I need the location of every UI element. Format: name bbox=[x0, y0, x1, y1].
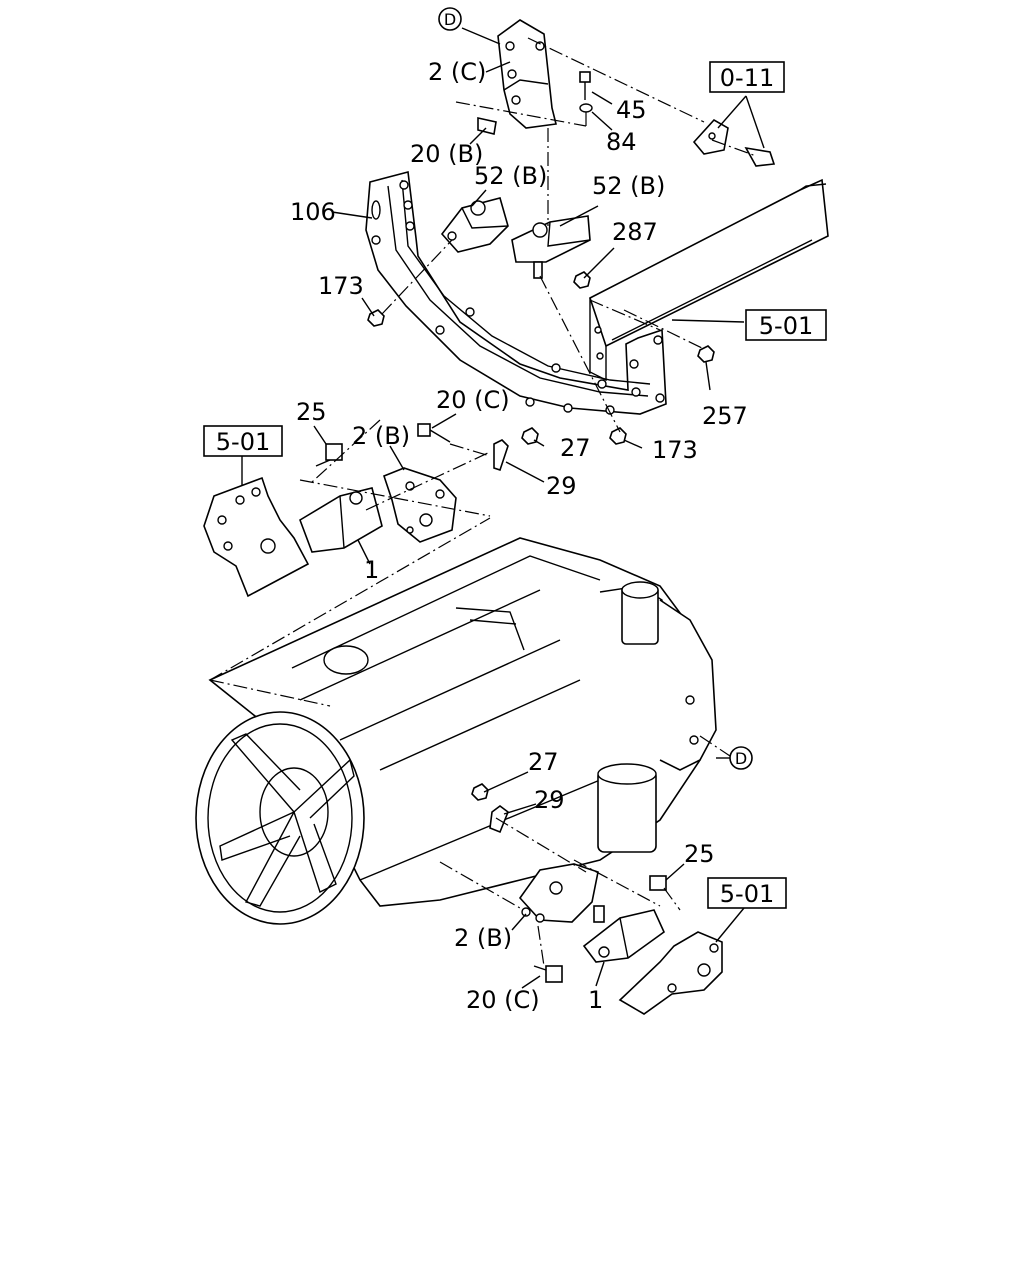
label-20b: 20 (B) bbox=[410, 140, 483, 168]
engine-bracket-lower bbox=[518, 863, 599, 923]
oil-filter-lower bbox=[597, 763, 657, 853]
ref-box-5-01-left: 5-01 bbox=[203, 425, 283, 457]
svg-text:0-11: 0-11 bbox=[720, 64, 774, 92]
label-45: 45 bbox=[616, 96, 647, 124]
bracket-0-11 bbox=[692, 118, 729, 155]
clip-29-lower bbox=[489, 805, 509, 834]
nut-257 bbox=[697, 345, 715, 363]
label-2b-lower: 2 (B) bbox=[454, 924, 512, 952]
label-52b-left: 52 (B) bbox=[474, 162, 547, 190]
label-106: 106 bbox=[290, 198, 336, 226]
label-173-left: 173 bbox=[318, 272, 364, 300]
label-257: 257 bbox=[702, 402, 748, 430]
engine-bracket-upper bbox=[383, 467, 457, 543]
label-2c-top: 2 (C) bbox=[428, 58, 486, 86]
ref-d-right: D bbox=[729, 746, 753, 770]
label-29-upper: 29 bbox=[546, 472, 577, 500]
ref-box-5-01-lower: 5-01 bbox=[707, 877, 787, 909]
label-20c-lower: 20 (C) bbox=[466, 986, 540, 1014]
rear-bracket-top bbox=[497, 19, 557, 129]
label-173-right: 173 bbox=[652, 436, 698, 464]
label-84: 84 bbox=[606, 128, 637, 156]
rear-mount-right bbox=[511, 215, 591, 279]
label-27-upper: 27 bbox=[560, 434, 591, 462]
frame-bracket-lower bbox=[618, 931, 723, 1015]
frame-bracket-left bbox=[203, 476, 310, 598]
flywheel-housing bbox=[659, 599, 717, 771]
label-27-lower: 27 bbox=[528, 748, 559, 776]
label-1-lower: 1 bbox=[588, 986, 603, 1014]
ref-box-0-11: 0-11 bbox=[709, 61, 785, 93]
label-2b-upper: 2 (B) bbox=[352, 422, 410, 450]
cooling-fan bbox=[195, 711, 365, 925]
svg-text:D: D bbox=[444, 10, 456, 29]
label-1-upper: 1 bbox=[364, 556, 379, 584]
svg-text:5-01: 5-01 bbox=[720, 880, 774, 908]
bolt-25-lower bbox=[649, 875, 667, 891]
bolt-20b bbox=[477, 117, 497, 135]
bolt-0-11 bbox=[744, 146, 776, 167]
label-25-upper: 25 bbox=[296, 398, 327, 426]
mount-rubber-lower bbox=[582, 905, 665, 963]
oil-filter-upper bbox=[621, 581, 659, 645]
bolt-45 bbox=[579, 71, 591, 100]
bolt-25-upper bbox=[315, 443, 343, 467]
mount-rubber-upper bbox=[299, 487, 383, 553]
svg-text:5-01: 5-01 bbox=[216, 428, 270, 456]
label-287: 287 bbox=[612, 218, 658, 246]
svg-text:5-01: 5-01 bbox=[759, 312, 813, 340]
assembly-lines bbox=[209, 37, 757, 967]
nut-173-right bbox=[609, 427, 627, 445]
label-20c-upper: 20 (C) bbox=[436, 386, 510, 414]
bolt-20c-upper bbox=[417, 423, 451, 443]
label-25-lower: 25 bbox=[684, 840, 715, 868]
leader-lines bbox=[241, 27, 765, 989]
ref-box-5-01-right: 5-01 bbox=[745, 309, 827, 341]
washer-84 bbox=[579, 103, 593, 113]
nut-27-lower bbox=[471, 783, 489, 801]
bolt-20c-lower bbox=[533, 965, 563, 983]
ref-d-top: D bbox=[438, 7, 462, 31]
label-29-lower: 29 bbox=[534, 786, 565, 814]
crossmember bbox=[365, 170, 667, 415]
nut-173-left bbox=[367, 309, 385, 327]
label-52b-right: 52 (B) bbox=[592, 172, 665, 200]
clip-29-upper bbox=[493, 439, 509, 472]
svg-text:D: D bbox=[735, 749, 747, 768]
rear-mount-left bbox=[440, 197, 509, 253]
